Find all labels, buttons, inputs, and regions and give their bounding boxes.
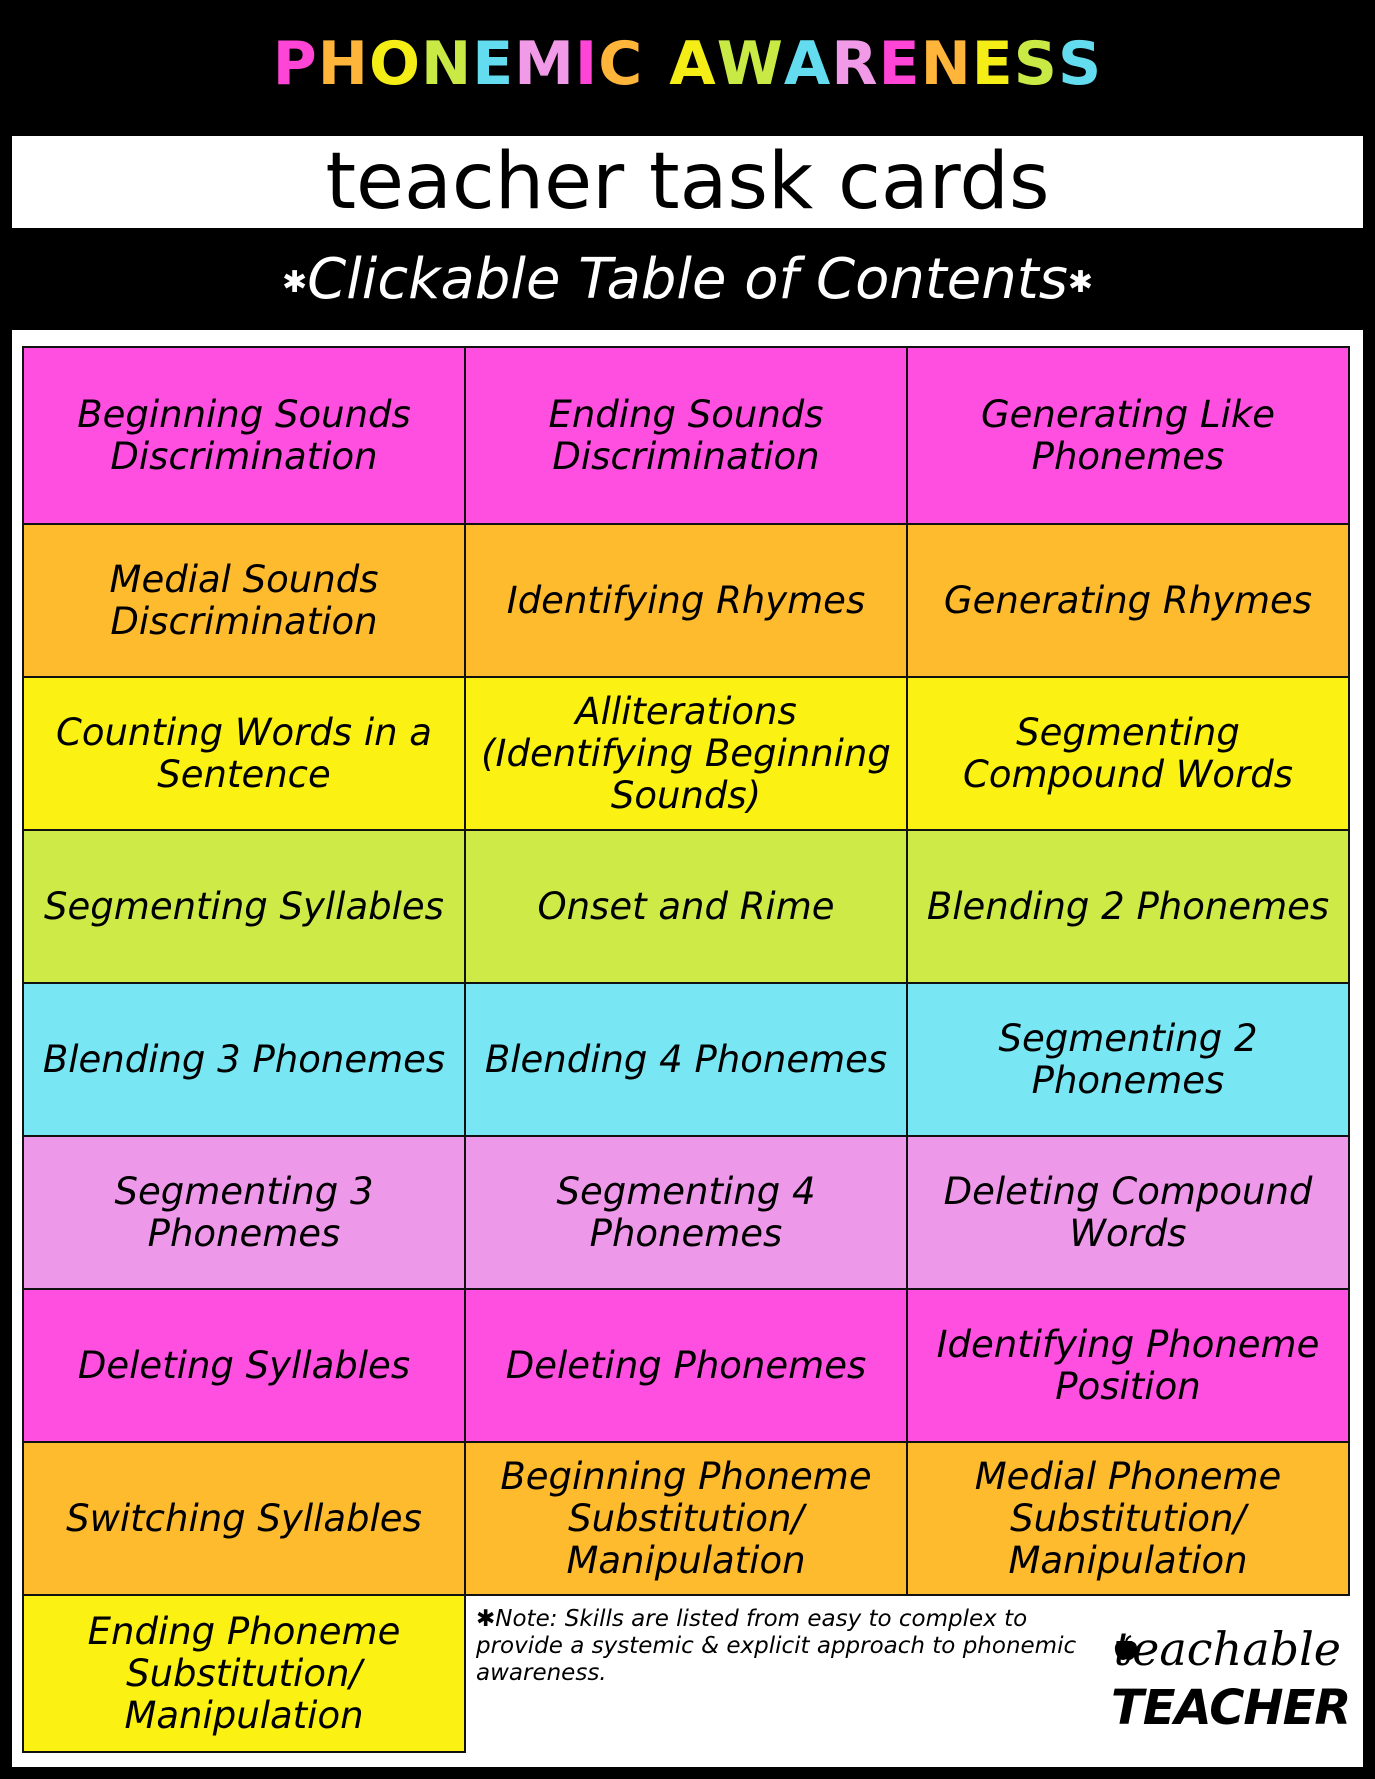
note-area: ✱Note: Skills are listed from easy to co… <box>464 1594 1349 1752</box>
toc-link[interactable]: Identifying Phoneme Position <box>906 1288 1350 1443</box>
toc-heading-text: Clickable Table of Contents <box>307 247 1068 312</box>
toc-link[interactable]: Deleting Syllables <box>22 1288 466 1443</box>
star-icon: ✱ <box>281 264 308 300</box>
toc-link[interactable]: Beginning Phoneme Substitution/ Manipula… <box>464 1441 908 1596</box>
toc-link[interactable]: Ending Sounds Discrimination <box>464 346 908 525</box>
toc-link[interactable]: Segmenting 4 Phonemes <box>464 1135 908 1290</box>
star-icon: ✱ <box>1067 264 1094 300</box>
title-letter: A <box>783 29 832 99</box>
toc-link[interactable]: Deleting Compound Words <box>906 1135 1350 1290</box>
title-letter: W <box>716 29 784 99</box>
title-letter: R <box>831 29 879 99</box>
toc-link[interactable]: Deleting Phonemes <box>464 1288 908 1443</box>
toc-link[interactable]: Segmenting Syllables <box>22 829 466 984</box>
toc-link[interactable]: Switching Syllables <box>22 1441 466 1596</box>
title-letter: E <box>878 29 921 99</box>
brand-line-2: TEACHER <box>1111 1680 1349 1736</box>
title-letter: E <box>472 29 515 99</box>
toc-link[interactable]: Generating Like Phonemes <box>906 346 1350 525</box>
title-letter: P <box>272 29 318 99</box>
title-letter: O <box>368 29 421 99</box>
toc-link[interactable]: Blending 3 Phonemes <box>22 982 466 1137</box>
title-letter: I <box>574 29 599 99</box>
note-text: ✱Note: Skills are listed from easy to co… <box>476 1606 1077 1686</box>
title-letter: C <box>598 29 644 99</box>
toc-link[interactable]: Counting Words in a Sentence <box>22 676 466 831</box>
title-letter: H <box>317 29 369 99</box>
toc-link[interactable]: Beginning Sounds Discrimination <box>22 346 466 525</box>
subtitle-band: teacher task cards <box>12 136 1363 228</box>
title-letter: S <box>1058 29 1103 99</box>
title-letter: M <box>514 29 575 99</box>
toc-link[interactable]: Blending 2 Phonemes <box>906 829 1350 984</box>
toc-heading: ✱Clickable Table of Contents✱ <box>0 234 1375 326</box>
toc-link[interactable]: Onset and Rime <box>464 829 908 984</box>
title-letter: A <box>669 29 717 99</box>
title-letter: N <box>420 29 473 99</box>
toc-link[interactable]: Generating Rhymes <box>906 523 1350 678</box>
toc-row: Ending Phoneme Substitution/ Manipulatio… <box>22 1594 1349 1753</box>
toc-link[interactable]: Blending 4 Phonemes <box>464 982 908 1137</box>
toc-link[interactable]: Ending Phoneme Substitution/ Manipulatio… <box>22 1594 466 1753</box>
page-title: PHONEMIC AWARENESS <box>0 0 1375 128</box>
subtitle: teacher task cards <box>325 137 1050 227</box>
toc-link[interactable]: Medial Sounds Discrimination <box>22 523 466 678</box>
toc-link[interactable]: Medial Phoneme Substitution/ Manipulatio… <box>906 1441 1350 1596</box>
brand-line-1: teachable <box>1113 1622 1341 1676</box>
toc-link[interactable]: Segmenting 2 Phonemes <box>906 982 1350 1137</box>
toc-link[interactable]: Segmenting 3 Phonemes <box>22 1135 466 1290</box>
title-letter: E <box>971 29 1014 99</box>
apple-icon <box>1114 1635 1138 1660</box>
toc-link[interactable]: Alliterations (Identifying Beginning Sou… <box>464 676 908 831</box>
title-letter: N <box>920 29 972 99</box>
toc-link[interactable]: Segmenting Compound Words <box>906 676 1350 831</box>
toc-link[interactable]: Identifying Rhymes <box>464 523 908 678</box>
title-letter: S <box>1013 29 1058 99</box>
